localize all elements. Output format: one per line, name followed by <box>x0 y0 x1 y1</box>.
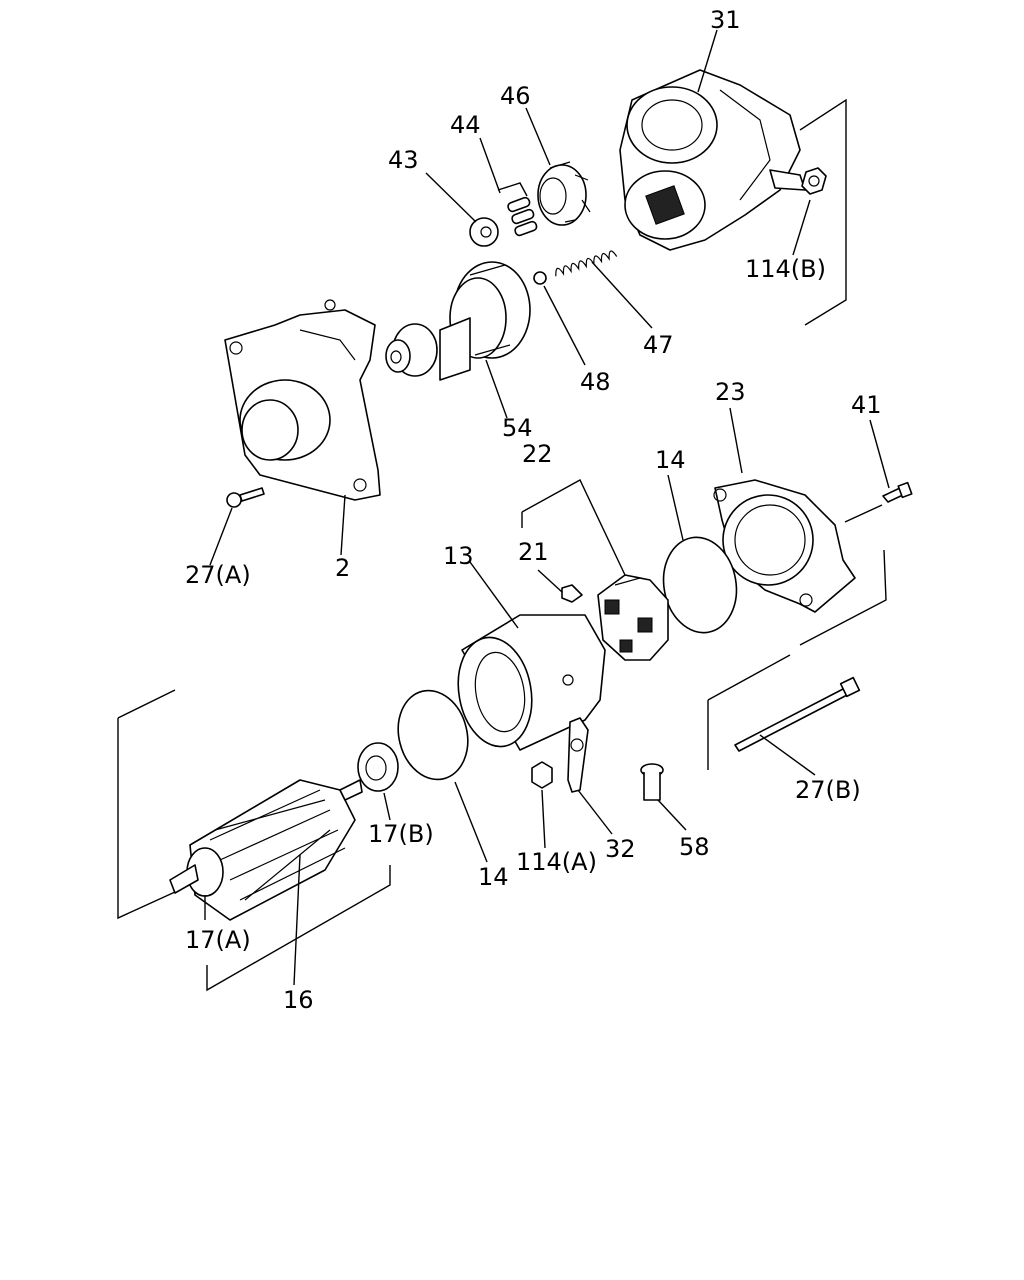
label-23: 23 <box>715 378 746 406</box>
part-labels: 31 46 44 43 114(B) 47 48 54 23 41 22 14 … <box>185 6 882 1014</box>
yoke-13 <box>457 614 606 751</box>
part-22-bracket <box>521 479 626 576</box>
label-13: 13 <box>443 542 474 570</box>
bushing-58 <box>640 763 664 801</box>
label-43: 43 <box>388 146 419 174</box>
label-2: 2 <box>335 554 350 582</box>
label-58: 58 <box>679 833 710 861</box>
label-114a: 114(A) <box>516 848 597 876</box>
o-ring-14-upper <box>662 536 738 634</box>
armature-bracket-left <box>117 689 176 920</box>
label-32: 32 <box>605 835 636 863</box>
label-17b: 17(B) <box>368 820 434 848</box>
retainer-43 <box>469 217 499 247</box>
label-14-upper: 14 <box>655 446 686 474</box>
bolt-bracket <box>707 654 791 770</box>
through-bolt-27b <box>734 676 861 752</box>
brush-holder-22 <box>597 574 669 661</box>
armature-16 <box>169 779 363 921</box>
label-21: 21 <box>518 538 549 566</box>
label-48: 48 <box>580 368 611 396</box>
label-16: 16 <box>283 986 314 1014</box>
brush-21 <box>561 584 583 603</box>
cover-bracket-right <box>799 549 887 646</box>
magnetic-switch-housing <box>619 69 827 251</box>
part-31-bracket <box>799 98 847 326</box>
bearing-17b <box>357 742 399 792</box>
label-31: 31 <box>710 6 741 34</box>
part-44-bracket <box>497 182 528 197</box>
pinion-gear-46 <box>537 161 591 226</box>
label-17a: 17(A) <box>185 926 251 954</box>
leader-lines <box>204 29 890 986</box>
return-spring-47 <box>555 250 618 277</box>
rear-cover-23 <box>713 479 856 613</box>
label-114b: 114(B) <box>745 255 826 283</box>
part-41-bracket <box>844 504 883 523</box>
terminal-32 <box>567 717 589 793</box>
label-14-lower: 14 <box>478 863 509 891</box>
label-44: 44 <box>450 111 481 139</box>
label-46: 46 <box>500 82 531 110</box>
overrunning-clutch-54 <box>385 261 531 381</box>
label-22: 22 <box>522 440 553 468</box>
label-54: 54 <box>502 414 533 442</box>
nut-114a <box>531 761 553 789</box>
drive-housing-2 <box>224 299 381 501</box>
roller-pins-44 <box>507 196 538 237</box>
label-27a: 27(A) <box>185 561 251 589</box>
steel-ball-48 <box>533 271 547 285</box>
o-ring-14-lower <box>397 689 469 781</box>
label-41: 41 <box>851 391 882 419</box>
screw-27a <box>226 487 265 508</box>
label-47: 47 <box>643 331 674 359</box>
label-27b: 27(B) <box>795 776 861 804</box>
armature-bracket-bottom <box>206 865 391 992</box>
screw-41 <box>882 481 913 503</box>
